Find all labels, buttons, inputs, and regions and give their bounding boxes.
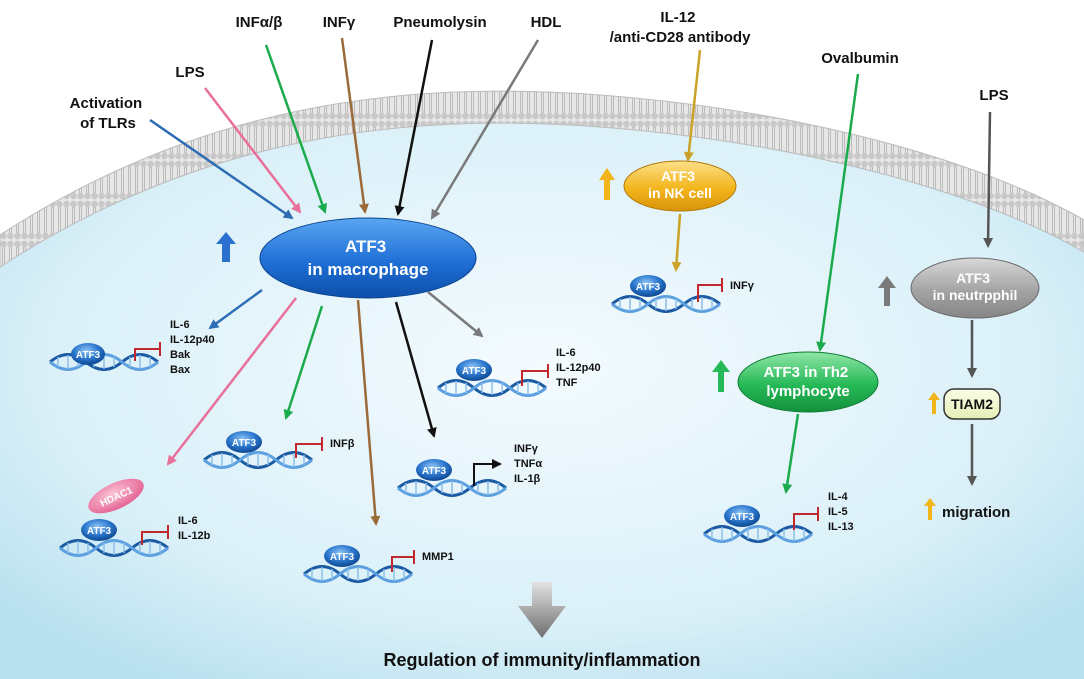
th2-node <box>737 351 879 413</box>
th2-up-arrow <box>712 360 730 392</box>
arrow-hdl-to-macrophage <box>430 39 540 220</box>
gene-group-green: ATF3 INFβ <box>202 431 355 469</box>
gene-group-blue: ATF3 IL-6 IL-12p40 Bak Bax <box>48 319 218 376</box>
input-pneumolysin: Pneumolysin <box>393 14 486 31</box>
atf3-tag: ATF3 <box>87 526 112 537</box>
nk-label: ATF3 in NK cell <box>648 168 712 201</box>
atf3-tag: ATF3 <box>422 466 447 477</box>
targets-blue: IL-6 IL-12p40 Bak Bax <box>170 319 218 376</box>
arrow-macrophage-blue <box>208 288 263 330</box>
arrow-macrophage-gray <box>427 291 484 338</box>
migration-up-arrow <box>924 498 936 520</box>
input-ifn-g: INFγ <box>323 14 356 31</box>
targets-nk: INFγ <box>730 280 755 292</box>
arrow-tlrs-to-macrophage <box>149 118 294 220</box>
input-il12: IL-12 /anti-CD28 antibody <box>610 9 752 46</box>
atf3-tag: ATF3 <box>232 438 257 449</box>
arrow-ifnab-to-macrophage <box>264 44 328 214</box>
th2-label: ATF3 in Th2 lymphocyte <box>764 364 853 400</box>
outcome-label: Regulation of immunity/inflammation <box>383 650 700 670</box>
targets-pink: IL-6 IL-12b <box>178 515 211 542</box>
gene-group-gray: ATF3 IL-6 IL-12p40 TNF <box>436 347 604 397</box>
atf3-tag: ATF3 <box>76 350 101 361</box>
macrophage-node <box>259 217 477 299</box>
gene-group-th2: ATF3 IL-4 IL-5 IL-13 <box>702 491 854 543</box>
arrow-macrophage-brown <box>356 299 381 526</box>
arrow-ifng-to-macrophage <box>340 37 369 214</box>
migration-label: migration <box>942 504 1010 521</box>
targets-brown: MMP1 <box>422 551 454 563</box>
input-activation-tlrs: Activation of TLRs <box>70 95 147 132</box>
targets-black: INFγ TNFα IL-1β <box>514 443 545 485</box>
input-ovalbumin: Ovalbumin <box>821 50 899 67</box>
input-ifn-ab: INFα/β <box>236 14 283 31</box>
input-hdl: HDL <box>531 14 562 31</box>
arrow-macrophage-green <box>283 305 324 420</box>
arrow-macrophage-black <box>394 301 437 438</box>
arrow-ovalbumin-to-th2 <box>816 73 860 352</box>
input-lps-left: LPS <box>175 64 204 81</box>
tiam2-label: TIAM2 <box>951 396 993 412</box>
arrow-il12-to-nk <box>683 49 702 162</box>
neutrophil-up-arrow <box>878 276 896 306</box>
gene-group-pink: ATF3 HDAC1 IL-6 IL-12b <box>58 478 211 557</box>
arrow-pneumolysin-to-macrophage <box>394 39 434 216</box>
cell-membrane <box>0 90 1084 268</box>
gene-group-nk: ATF3 INFγ <box>610 275 755 313</box>
gene-group-black: ATF3 INFγ TNFα IL-1β <box>396 443 545 497</box>
arrow-macrophage-pink <box>166 297 297 466</box>
atf3-tag: ATF3 <box>462 366 487 377</box>
tiam2-box <box>943 388 1001 420</box>
outcome-down-arrow <box>518 582 566 638</box>
neutrophil-label: ATF3 in neutrpphil <box>933 270 1018 303</box>
arrow-nk-to-gene <box>671 213 682 272</box>
input-lps-right: LPS <box>979 87 1008 104</box>
macrophage-up-arrow <box>216 232 236 262</box>
neutrophil-node <box>910 257 1040 319</box>
nk-node <box>623 160 737 212</box>
macrophage-label: ATF3 in macrophage <box>308 237 429 279</box>
arrow-th2-to-gene <box>782 413 800 494</box>
nk-up-arrow <box>599 168 615 200</box>
atf3-tag: ATF3 <box>330 552 355 563</box>
atf3-tag: ATF3 <box>730 512 755 523</box>
targets-green: INFβ <box>330 438 355 450</box>
tiam2-up-arrow <box>928 392 940 414</box>
arrow-lps-to-macrophage <box>204 87 302 214</box>
gene-group-brown: ATF3 MMP1 <box>302 545 454 583</box>
atf3-tag: ATF3 <box>636 282 661 293</box>
arrow-lps-to-neutrophil <box>983 111 994 248</box>
targets-th2: IL-4 IL-5 IL-13 <box>828 491 854 533</box>
targets-gray: IL-6 IL-12p40 TNF <box>556 347 604 389</box>
